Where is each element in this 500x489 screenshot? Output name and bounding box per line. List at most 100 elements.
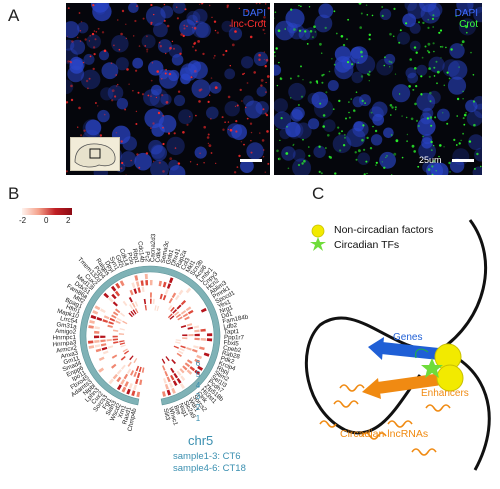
nucleus-blob	[194, 146, 207, 159]
nucleus-blob	[100, 87, 114, 101]
fish-signal-dot	[472, 100, 476, 103]
fish-signal-dot	[327, 134, 330, 137]
fish-signal-dot	[110, 62, 113, 64]
heat-cell	[134, 308, 139, 314]
fish-signal-dot	[274, 11, 277, 13]
fish-signal-dot	[83, 129, 86, 132]
fish-signal-dot	[167, 132, 171, 135]
fish-signal-dot	[82, 61, 85, 64]
heat-cell	[143, 298, 147, 305]
nucleus-blob	[327, 80, 339, 91]
heat-cell	[106, 338, 112, 342]
fish-signal-dot	[258, 53, 261, 57]
fish-signal-dot	[266, 130, 269, 133]
fish-signal-dot	[439, 29, 443, 32]
heat-cell	[168, 277, 174, 284]
heat-cell	[131, 390, 136, 397]
nucleus-blob	[69, 56, 84, 71]
heat-cell	[119, 340, 125, 343]
fish-signal-dot	[346, 38, 348, 40]
fish-signal-dot	[225, 49, 228, 53]
heat-cell	[192, 348, 198, 353]
lncrna-squiggles	[319, 384, 451, 456]
fish-signal-dot	[388, 60, 391, 63]
fish-signal-dot	[363, 148, 366, 151]
circos-plot: Chmp4bRasd1Xrn1Wscd2Siah3Fgl1Sorcs3Cux2L…	[52, 233, 249, 432]
fish-signal-dot	[152, 122, 155, 125]
gene-label: Bre	[172, 404, 182, 416]
heat-cell	[133, 288, 138, 294]
fish-signal-dot	[357, 61, 359, 64]
fish-signal-dot	[94, 38, 97, 41]
fish-signal-dot	[308, 154, 311, 157]
nucleus-blob	[466, 110, 482, 127]
nucleus-blob	[409, 22, 421, 34]
fish-signal-dot	[422, 135, 424, 138]
fish-signal-dot	[462, 98, 464, 100]
fish-signal-dot	[420, 75, 423, 78]
nucleus-blob	[178, 109, 194, 125]
fish-signal-dot	[158, 161, 161, 164]
nucleus-blob	[314, 14, 333, 33]
fish-signal-dot	[146, 35, 148, 38]
fish-signal-dot	[97, 105, 99, 107]
heat-cell	[102, 350, 109, 355]
fish-signal-dot	[253, 71, 256, 74]
fish-signal-dot	[227, 128, 229, 131]
left-dapi-label: DAPI	[242, 8, 266, 19]
fish-signal-dot	[263, 58, 265, 61]
gene-label: Gtf2i	[114, 254, 125, 269]
fish-signal-dot	[290, 8, 293, 11]
nucleus-blob	[456, 3, 474, 14]
nucleus-blob	[416, 92, 436, 112]
fish-signal-dot	[114, 95, 117, 98]
heat-cell	[182, 334, 188, 337]
fish-signal-dot	[146, 51, 148, 53]
fish-signal-dot	[246, 117, 249, 120]
right-scale-bar	[452, 159, 474, 162]
heat-cell	[182, 365, 188, 371]
heat-cell	[107, 345, 114, 349]
chromatin-fiber-left	[304, 316, 433, 435]
fish-signal-dot	[439, 46, 442, 48]
heat-cell	[94, 326, 100, 330]
heat-cell	[185, 287, 192, 294]
fish-signal-dot	[261, 139, 265, 142]
fish-signal-dot	[198, 3, 201, 5]
heat-cell	[94, 339, 100, 343]
fish-signal-dot	[455, 15, 458, 17]
fish-signal-dot	[207, 142, 210, 145]
fish-signal-dot	[415, 85, 418, 88]
heat-cell	[178, 289, 184, 296]
nucleus-blob	[407, 72, 419, 84]
fish-signal-dot	[436, 82, 438, 85]
non-circadian-factor-icon	[311, 224, 325, 238]
fish-signal-dot	[385, 156, 387, 159]
nucleus-blob	[292, 158, 312, 175]
fish-signal-dot	[322, 73, 325, 76]
fish-signal-dot	[409, 58, 412, 61]
fish-signal-dot	[176, 17, 179, 20]
nucleus-blob	[368, 106, 384, 122]
fish-signal-dot	[278, 157, 281, 161]
fish-signal-dot	[77, 126, 79, 128]
fish-signal-dot	[208, 144, 212, 148]
heat-cell	[135, 378, 139, 385]
heat-cell	[139, 379, 143, 386]
fish-signal-dot	[318, 170, 321, 173]
fish-signal-dot	[306, 43, 309, 45]
fish-signal-dot	[137, 91, 140, 94]
gene-label: Hnrnpa3	[52, 339, 77, 348]
heat-cell	[176, 377, 182, 384]
fish-signal-dot	[150, 95, 152, 97]
fish-signal-dot	[348, 111, 350, 114]
heat-cell	[130, 370, 135, 376]
heat-cell	[138, 366, 142, 373]
heat-cell	[116, 384, 122, 391]
fish-signal-dot	[266, 75, 270, 78]
fish-signal-dot	[432, 26, 435, 28]
nucleus-blob	[392, 84, 411, 103]
nucleus-blob	[169, 165, 186, 175]
fish-signal-dot	[158, 41, 161, 44]
gene-label: Rbpj	[215, 365, 230, 377]
